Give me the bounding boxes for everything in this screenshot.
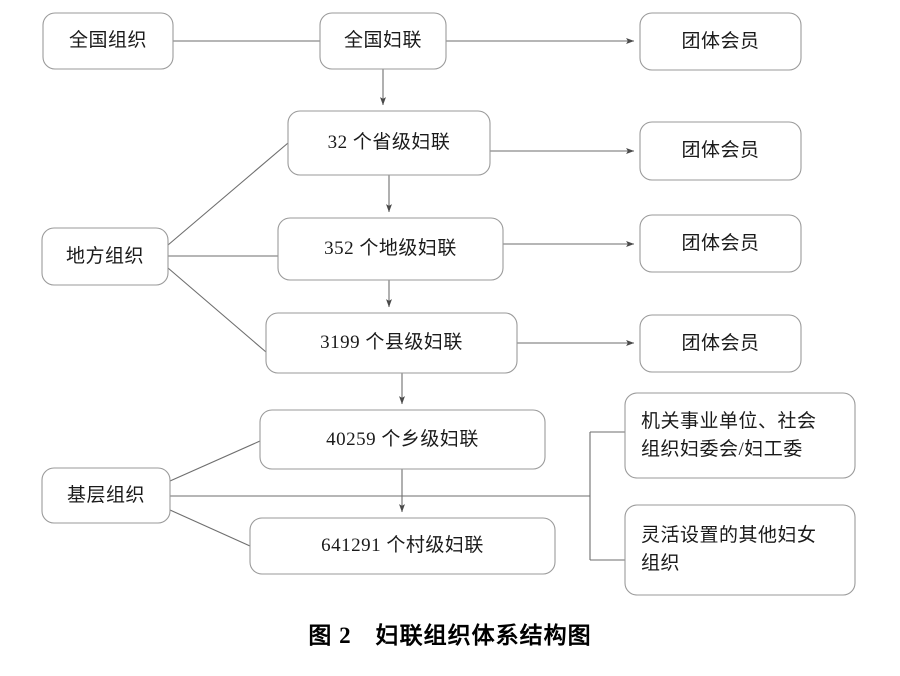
connector-layer — [167, 38, 635, 561]
node-box-member-org-3[interactable] — [639, 214, 802, 273]
node-box-local-category[interactable] — [41, 227, 169, 286]
node-box-village[interactable] — [249, 517, 556, 575]
node-box-township[interactable] — [259, 409, 546, 470]
node-box-member-org-1[interactable] — [639, 12, 802, 71]
node-box-detail-flexible[interactable] — [624, 504, 856, 596]
figure-caption: 图 2 妇联组织体系结构图 — [308, 623, 592, 648]
node-box-layer — [41, 12, 856, 596]
node-box-national-category[interactable] — [42, 12, 174, 70]
node-box-grassroots-category[interactable] — [41, 467, 171, 524]
node-box-member-org-2[interactable] — [639, 121, 802, 181]
node-box-member-org-4[interactable] — [639, 314, 802, 373]
edge-grassroots-to-village — [169, 509, 251, 547]
node-box-county[interactable] — [265, 312, 518, 374]
node-box-provincial[interactable] — [287, 110, 491, 176]
edge-grassroots-to-township — [169, 440, 261, 482]
edge-bracket-to-detail-boxes — [589, 431, 625, 561]
node-box-detail-institutions[interactable] — [624, 392, 856, 479]
edge-local-to-county — [167, 267, 267, 353]
node-box-national-acwf[interactable] — [319, 12, 447, 70]
node-box-prefecture[interactable] — [277, 217, 504, 281]
edge-local-to-provincial — [167, 142, 289, 246]
